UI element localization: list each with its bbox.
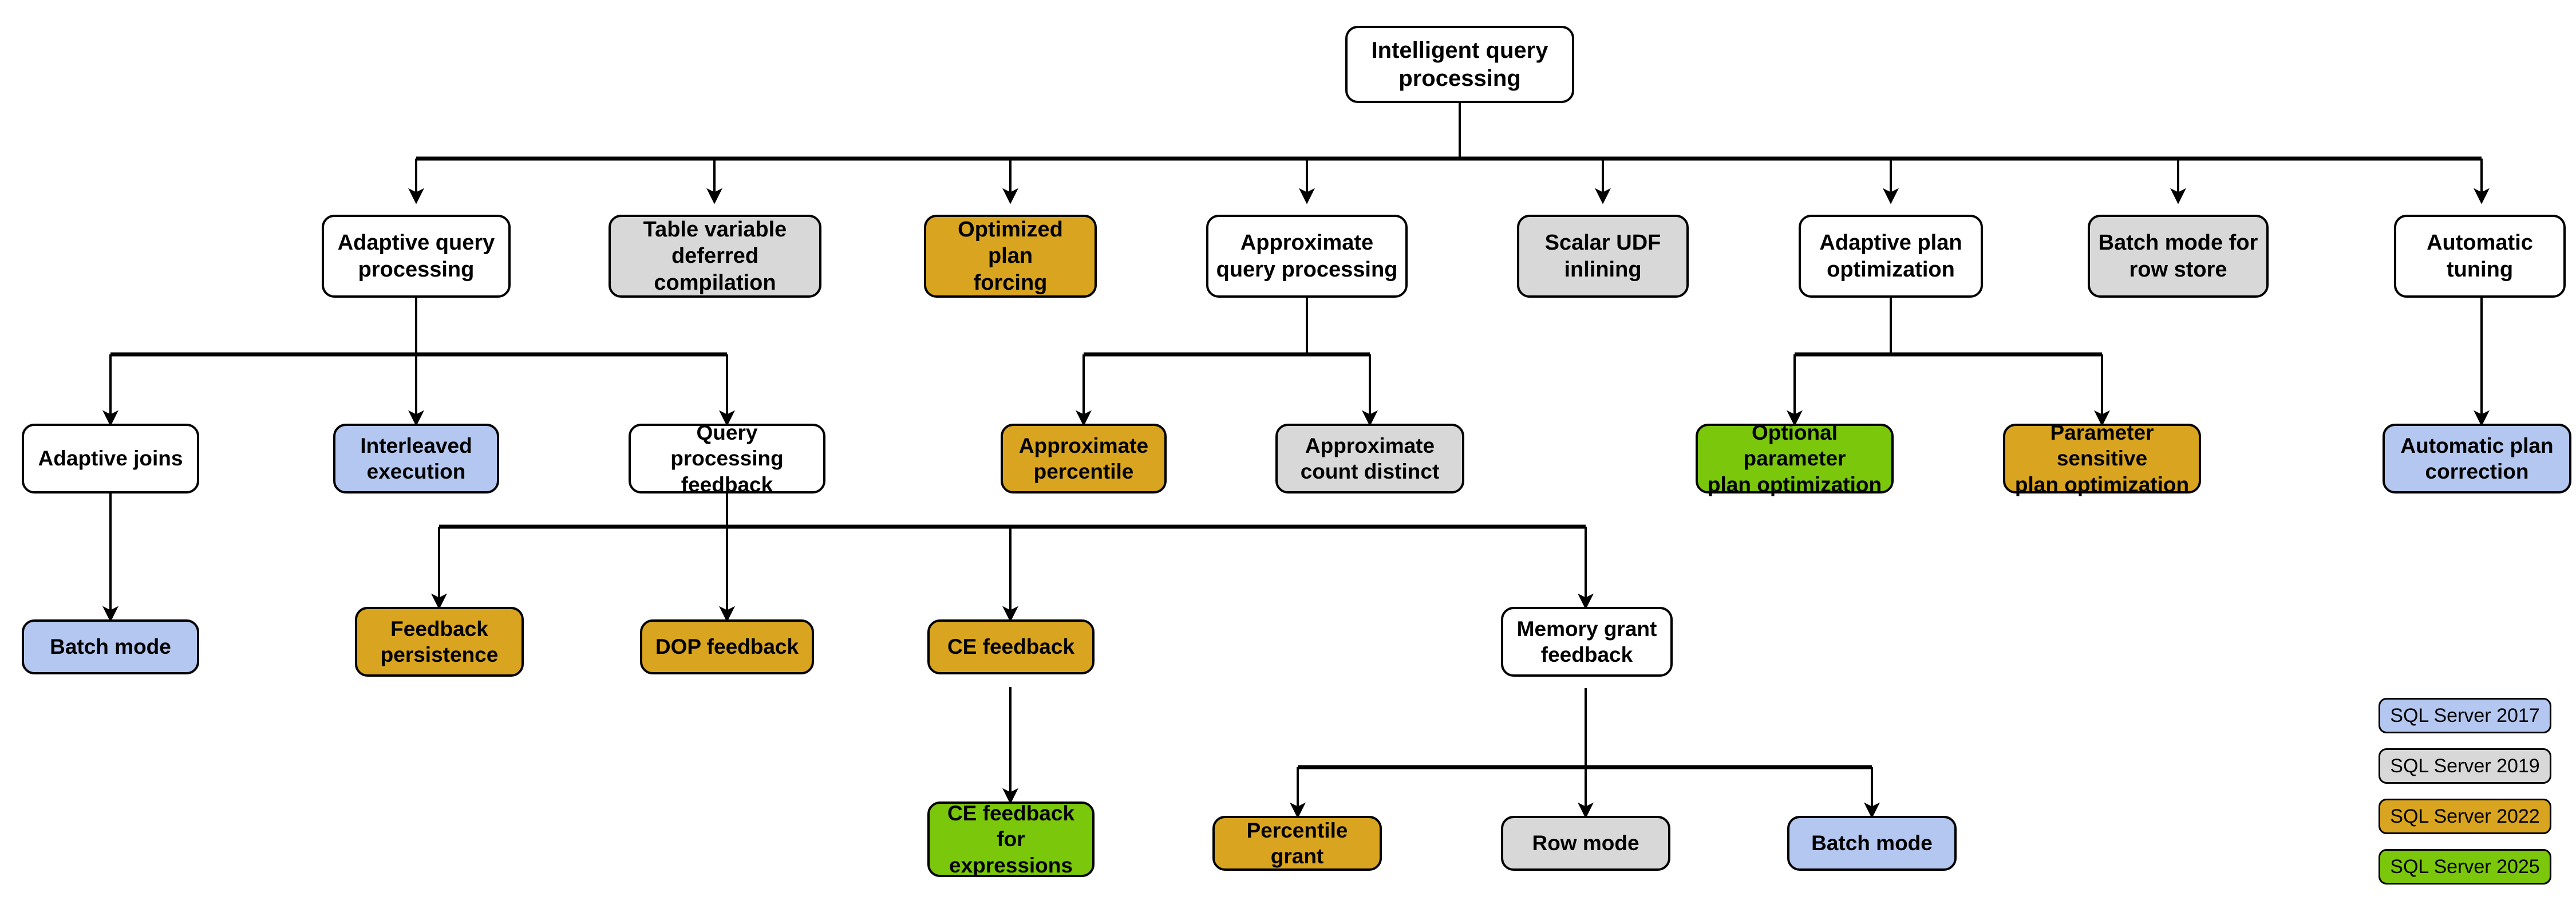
- node-adaptive-query-processing[interactable]: Adaptive query processing: [322, 215, 511, 298]
- node-query-processing-feedback[interactable]: Query processing feedback: [629, 421, 825, 496]
- node-label: Percentile grant: [1246, 818, 1348, 868]
- legend-label: SQL Server 2019: [2390, 755, 2540, 777]
- node-scalar-udf-inlining[interactable]: Scalar UDF inlining: [1517, 215, 1689, 298]
- node-batch-mode-memory-grant[interactable]: Batch mode: [1787, 816, 1957, 871]
- node-batch-mode-for-row-store[interactable]: Batch mode for row store: [2088, 215, 2269, 298]
- node-label: Memory grant feedback: [1516, 617, 1657, 666]
- node-adaptive-joins[interactable]: Adaptive joins: [22, 424, 199, 493]
- node-label: CE feedback for expressions: [947, 802, 1075, 877]
- node-intelligent-query-processing[interactable]: Intelligent query processing: [1345, 26, 1574, 103]
- node-label: Approximate count distinct: [1300, 433, 1440, 483]
- legend-label: SQL Server 2025: [2390, 855, 2540, 878]
- node-label: CE feedback: [947, 635, 1075, 659]
- node-parameter-sensitive-plan-optimization[interactable]: Parameter sensitive plan optimization: [2003, 421, 2201, 496]
- legend-item-sql-server-2017: SQL Server 2017: [2379, 698, 2551, 733]
- node-label: Batch mode: [50, 635, 171, 659]
- node-label: Interleaved execution: [360, 433, 472, 483]
- node-label: Adaptive joins: [38, 447, 183, 471]
- node-label: Parameter sensitive plan optimization: [2014, 421, 2190, 496]
- node-label: Intelligent query processing: [1371, 37, 1548, 91]
- node-memory-grant-feedback[interactable]: Memory grant feedback: [1501, 607, 1673, 677]
- node-label: Row mode: [1532, 831, 1639, 855]
- node-label: Automatic plan correction: [2400, 433, 2554, 483]
- node-label: Approximate percentile: [1018, 433, 1149, 483]
- node-label: Scalar UDF inlining: [1544, 231, 1661, 282]
- node-approximate-percentile[interactable]: Approximate percentile: [1001, 424, 1167, 493]
- node-ce-feedback[interactable]: CE feedback: [927, 619, 1095, 674]
- node-label: Adaptive query processing: [337, 231, 495, 282]
- legend-label: SQL Server 2022: [2390, 805, 2540, 827]
- node-optional-parameter-plan-optimization[interactable]: Optional parameter plan optimization: [1696, 421, 1894, 496]
- node-adaptive-plan-optimization[interactable]: Adaptive plan optimization: [1799, 215, 1983, 298]
- node-label: Batch mode for row store: [2098, 231, 2258, 282]
- node-dop-feedback[interactable]: DOP feedback: [640, 619, 814, 674]
- node-label: Query processing feedback: [670, 421, 784, 496]
- node-ce-feedback-for-expressions[interactable]: CE feedback for expressions: [927, 802, 1095, 877]
- node-interleaved-execution[interactable]: Interleaved execution: [333, 424, 499, 493]
- legend-item-sql-server-2022: SQL Server 2022: [2379, 799, 2551, 834]
- node-automatic-plan-correction[interactable]: Automatic plan correction: [2383, 424, 2571, 493]
- node-label: Batch mode: [1811, 831, 1933, 855]
- node-approximate-query-processing[interactable]: Approximate query processing: [1206, 215, 1408, 298]
- node-feedback-persistence[interactable]: Feedback persistence: [355, 607, 524, 677]
- node-optimized-plan-forcing[interactable]: Optimized plan forcing: [924, 215, 1097, 298]
- node-batch-mode[interactable]: Batch mode: [22, 619, 199, 674]
- node-label: Approximate query processing: [1216, 231, 1398, 282]
- node-row-mode[interactable]: Row mode: [1501, 816, 1670, 871]
- legend-item-sql-server-2025: SQL Server 2025: [2379, 849, 2551, 885]
- node-automatic-tuning[interactable]: Automatic tuning: [2394, 215, 2566, 298]
- legend-label: SQL Server 2017: [2390, 704, 2540, 727]
- node-label: Optimized plan forcing: [958, 217, 1063, 295]
- node-label: Adaptive plan optimization: [1819, 231, 1962, 282]
- node-approximate-count-distinct[interactable]: Approximate count distinct: [1275, 424, 1464, 493]
- node-table-variable-deferred-compilation[interactable]: Table variable deferred compilation: [609, 215, 821, 298]
- node-label: Optional parameter plan optimization: [1707, 421, 1882, 496]
- node-percentile-grant[interactable]: Percentile grant: [1212, 816, 1382, 871]
- node-label: DOP feedback: [655, 635, 799, 659]
- legend-item-sql-server-2019: SQL Server 2019: [2379, 748, 2551, 784]
- node-label: Automatic tuning: [2427, 231, 2533, 282]
- node-label: Feedback persistence: [380, 617, 499, 666]
- node-label: Table variable deferred compilation: [643, 217, 787, 295]
